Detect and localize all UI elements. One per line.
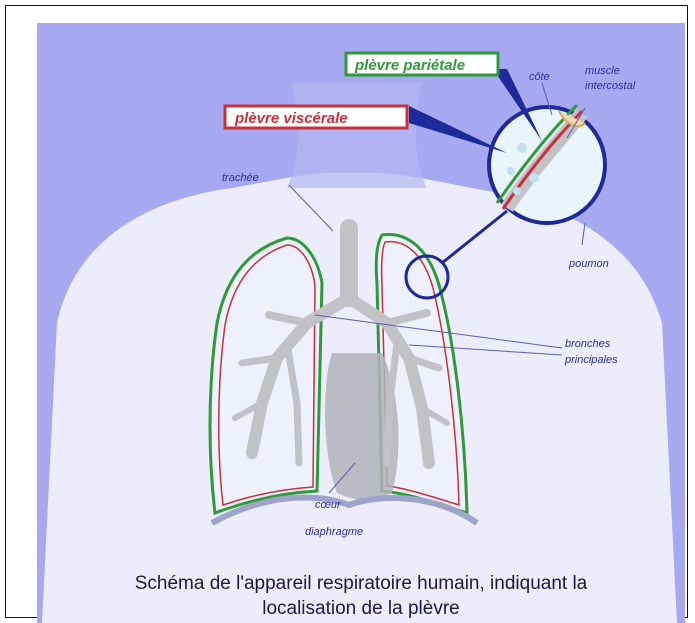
visceral-pointer — [409, 106, 507, 153]
respiratory-diagram: plèvre pariétale plèvre viscérale côte m… — [37, 23, 685, 623]
zoom-detail — [489, 105, 605, 223]
plevre-viscerale-label: plèvre viscérale — [234, 110, 348, 127]
trachee-label: trachée — [222, 172, 259, 184]
neck — [287, 83, 427, 188]
cote-label: côte — [529, 71, 550, 83]
caption-line-1: Schéma de l'appareil respiratoire humain… — [37, 571, 685, 596]
figure-frame: plèvre pariétale plèvre viscérale côte m… — [5, 5, 688, 618]
caption-line-2: localisation de la plèvre — [37, 596, 685, 621]
bronches-label-line2: principales — [564, 354, 618, 366]
plevre-parietale-label: plèvre pariétale — [354, 57, 465, 74]
muscle-label-line1: muscle — [585, 65, 620, 77]
poumon-label: poumon — [568, 258, 609, 270]
diagram-panel: plèvre pariétale plèvre viscérale côte m… — [37, 23, 685, 623]
muscle-label-line2: intercostal — [585, 80, 636, 92]
bronches-label-line1: bronches — [565, 338, 611, 350]
diaphragme-label: diaphragme — [305, 526, 363, 538]
coeur-label: cœur — [315, 499, 342, 511]
